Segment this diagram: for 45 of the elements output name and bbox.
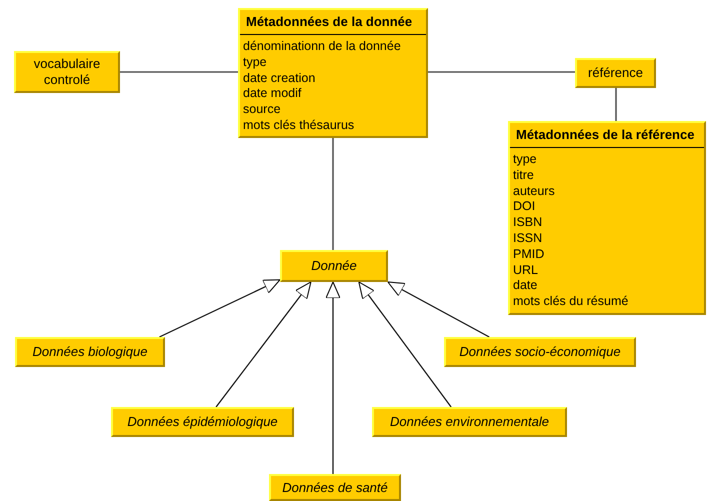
inheritance-arrow [159, 279, 280, 338]
attribute-text: source [242, 102, 282, 118]
attribute-text: ISSN [512, 230, 544, 247]
class-name: Métadonnées de la référence [515, 126, 696, 142]
attribute-text: type [512, 152, 538, 168]
class-name: Données environnementale [390, 414, 549, 430]
class-box [238, 8, 428, 138]
attribute-text: date modif [242, 86, 302, 102]
attribute-text: DOI [512, 199, 536, 216]
class-name: Données socio-économique [459, 344, 621, 360]
attribute-text: type [242, 54, 268, 71]
entity-box [14, 51, 120, 93]
attribute-text: date creation [242, 70, 316, 86]
class-name: Donnée [311, 258, 357, 274]
class-box [280, 250, 388, 282]
class-box [372, 407, 567, 437]
attribute-text: titre [512, 168, 535, 184]
inheritance-arrow [358, 282, 452, 408]
connector-line [332, 138, 334, 250]
class-box [111, 407, 294, 437]
attribute-text: PMID [512, 246, 546, 263]
class-box [444, 337, 636, 367]
entity-box [575, 58, 656, 88]
class-box [15, 337, 165, 367]
connector-line [615, 88, 617, 121]
class-name: Données biologique [32, 344, 148, 360]
attribute-text: URL [512, 262, 540, 278]
attribute-text: mots clés du résumé [512, 294, 630, 310]
attribute-text: auteurs [512, 184, 556, 200]
inheritance-arrow [216, 282, 312, 408]
class-box [269, 474, 401, 501]
connector-line [120, 71, 238, 73]
inheritance-arrow [387, 281, 490, 338]
class-box [508, 121, 706, 315]
attribute-text: dénominationn de la donnée [242, 39, 402, 55]
class-name: Données épidémiologique [127, 414, 278, 430]
attribute-text: ISBN [512, 215, 544, 231]
class-name: Métadonnées de la donnée [245, 13, 414, 29]
class-name: Données de santé [282, 480, 388, 496]
attribute-text: mots clés thésaurus [242, 118, 356, 134]
class-name: référence [588, 65, 643, 81]
class-name: vocabulaire controlé [32, 56, 102, 88]
inheritance-arrow [326, 282, 340, 474]
connector-line [428, 71, 575, 73]
attribute-text: date [512, 278, 538, 294]
